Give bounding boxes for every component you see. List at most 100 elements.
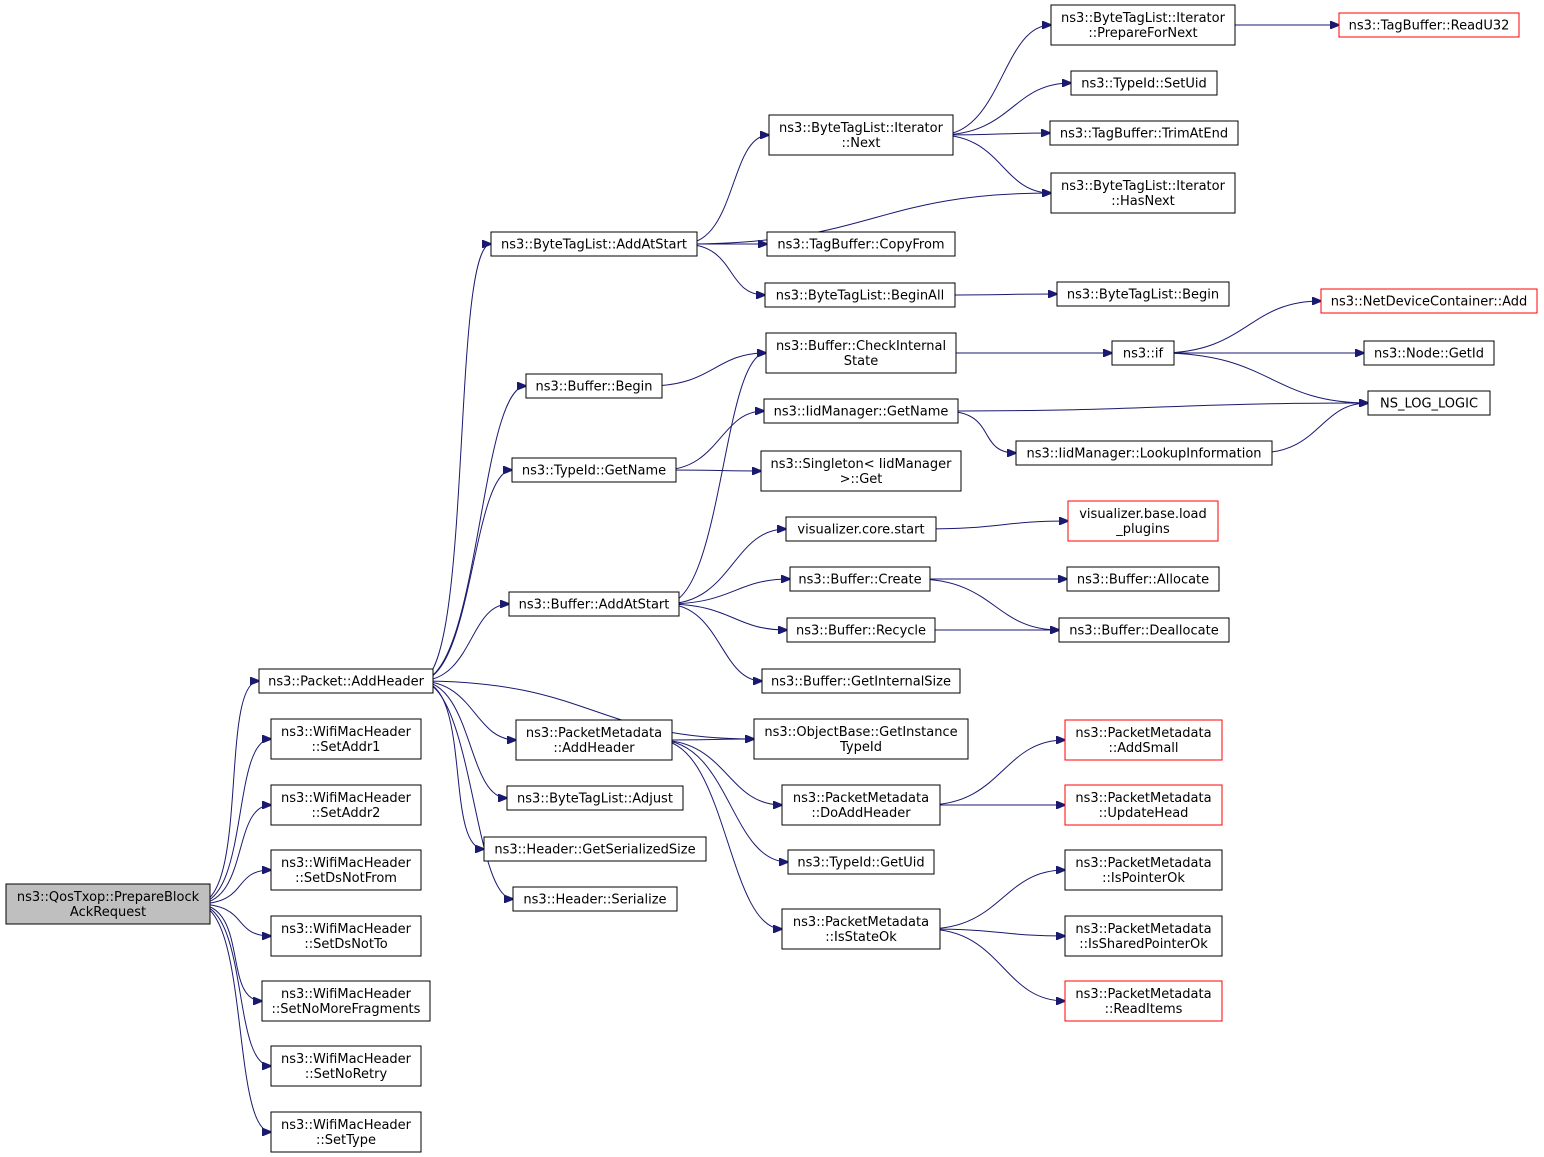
node-ns3-if[interactable]: ns3::if <box>1111 340 1175 366</box>
node-header-serialize[interactable]: ns3::Header::Serialize <box>512 886 678 912</box>
node-tagbuffer-readu32[interactable]: ns3::TagBuffer::ReadU32 <box>1338 12 1520 38</box>
node-btl-adjust[interactable]: ns3::ByteTagList::Adjust <box>506 785 684 811</box>
edge-btli-next-to-tagbuffer-trimatend <box>938 133 1050 135</box>
node-settype[interactable]: ns3::WifiMacHeader::SetType <box>270 1111 422 1153</box>
edge-packet-addheader-to-buffer-begin <box>418 386 526 682</box>
edge-iidmanager-lookupinformation-to-ns-log-logic <box>1257 403 1368 454</box>
node-box <box>270 718 422 760</box>
edge-btli-next-to-typeid-setuid <box>938 83 1071 136</box>
node-typeid-getuid[interactable]: ns3::TypeId::GetUid <box>787 849 935 875</box>
node-label: ns3::ObjectBase::GetInstance <box>764 725 957 740</box>
node-pm-addsmall[interactable]: ns3::PacketMetadata::AddSmall <box>1064 719 1223 761</box>
edge-root-to-settype <box>195 903 271 1132</box>
node-vis-base-loadplugins[interactable]: visualizer.base.load_plugins <box>1067 500 1219 542</box>
node-box <box>490 231 698 257</box>
edge-pm-addheader-to-pm-doaddheader <box>657 739 782 805</box>
node-box <box>753 718 969 760</box>
node-header-getserializedsize[interactable]: ns3::Header::GetSerializedSize <box>483 836 707 862</box>
node-pm-issharedpointerok[interactable]: ns3::PacketMetadata::IsSharedPointerOk <box>1064 915 1223 957</box>
node-label: _plugins <box>1115 522 1170 537</box>
node-label: visualizer.core.start <box>797 523 924 538</box>
edge-packet-addheader-to-header-serialize <box>418 680 513 899</box>
edge-buffer-addatstart-to-buffer-recycle <box>664 603 787 630</box>
node-typeid-setuid[interactable]: ns3::TypeId::SetUid <box>1070 70 1218 96</box>
node-label: ::IsSharedPointerOk <box>1079 937 1208 952</box>
node-box <box>1050 172 1236 214</box>
edge-btl-addatstart-to-btli-hasnext <box>682 193 1051 245</box>
node-label: ns3::TagBuffer::ReadU32 <box>1349 19 1510 34</box>
node-label: ::IsPointerOk <box>1102 871 1185 886</box>
node-pm-doaddheader[interactable]: ns3::PacketMetadata::DoAddHeader <box>781 784 941 826</box>
node-label: ns3::Packet::AddHeader <box>268 675 424 690</box>
node-label: ns3::if <box>1123 347 1164 362</box>
node-box <box>1015 440 1273 466</box>
node-btli-hasnext[interactable]: ns3::ByteTagList::Iterator::HasNext <box>1050 172 1236 214</box>
node-netdevicecontainer-add[interactable]: ns3::NetDeviceContainer::Add <box>1320 288 1538 314</box>
node-btli-next[interactable]: ns3::ByteTagList::Iterator::Next <box>768 114 954 156</box>
node-setnoretry[interactable]: ns3::WifiMacHeader::SetNoRetry <box>270 1045 422 1087</box>
edge-pm-isstateok-to-pm-ispointerok <box>925 870 1065 930</box>
node-packet-addheader[interactable]: ns3::Packet::AddHeader <box>258 668 434 694</box>
node-box <box>270 1045 422 1087</box>
node-setdsnotfrom[interactable]: ns3::WifiMacHeader::SetDsNotFrom <box>270 849 422 891</box>
node-box <box>761 668 961 694</box>
node-btl-begin[interactable]: ns3::ByteTagList::Begin <box>1056 281 1230 307</box>
node-label: ns3::Buffer::Allocate <box>1077 573 1209 588</box>
node-label: ::UpdateHead <box>1099 806 1189 821</box>
node-iidmanager-getname[interactable]: ns3::IidManager::GetName <box>763 398 959 424</box>
node-label: ns3::ByteTagList::BeginAll <box>776 289 944 304</box>
node-ns-log-logic[interactable]: NS_LOG_LOGIC <box>1367 390 1491 416</box>
node-buffer-recycle[interactable]: ns3::Buffer::Recycle <box>786 617 936 643</box>
node-pm-updatehead[interactable]: ns3::PacketMetadata::UpdateHead <box>1064 784 1223 826</box>
edge-root-to-setnoretry <box>195 903 271 1066</box>
node-buffer-addatstart[interactable]: ns3::Buffer::AddAtStart <box>508 591 680 617</box>
node-box <box>270 784 422 826</box>
node-buffer-deallocate[interactable]: ns3::Buffer::Deallocate <box>1058 617 1230 643</box>
node-pm-ispointerok[interactable]: ns3::PacketMetadata::IsPointerOk <box>1064 849 1223 891</box>
node-tagbuffer-copyfrom[interactable]: ns3::TagBuffer::CopyFrom <box>766 231 956 257</box>
node-label: visualizer.base.load <box>1079 507 1207 522</box>
node-label: ::IsStateOk <box>825 930 897 945</box>
node-tagbuffer-trimatend[interactable]: ns3::TagBuffer::TrimAtEnd <box>1049 120 1239 146</box>
node-typeid-getname[interactable]: ns3::TypeId::GetName <box>511 457 677 483</box>
node-box <box>261 980 431 1022</box>
node-label: ns3::ByteTagList::Iterator <box>1061 179 1226 194</box>
node-btl-addatstart[interactable]: ns3::ByteTagList::AddAtStart <box>490 231 698 257</box>
edge-pm-addheader-to-pm-isstateok <box>657 739 782 929</box>
node-pm-addheader[interactable]: ns3::PacketMetadata::AddHeader <box>515 719 673 761</box>
node-node-getid[interactable]: ns3::Node::GetId <box>1363 340 1495 366</box>
edge-pm-addheader-to-typeid-getuid <box>657 739 788 862</box>
node-label: State <box>844 354 878 369</box>
node-box <box>789 566 931 592</box>
node-pm-readitems[interactable]: ns3::PacketMetadata::ReadItems <box>1064 980 1223 1022</box>
node-iidmanager-lookupinformation[interactable]: ns3::IidManager::LookupInformation <box>1015 440 1273 466</box>
node-buffer-getinternalsize[interactable]: ns3::Buffer::GetInternalSize <box>761 668 961 694</box>
node-label: ::DoAddHeader <box>811 806 911 821</box>
node-singleton-get[interactable]: ns3::Singleton< IidManager>::Get <box>760 450 962 492</box>
edge-packet-addheader-to-header-getserializedsize <box>418 680 484 849</box>
node-setaddr2[interactable]: ns3::WifiMacHeader::SetAddr2 <box>270 784 422 826</box>
edge-btl-addatstart-to-btli-next <box>682 135 769 245</box>
node-pm-isstateok[interactable]: ns3::PacketMetadata::IsStateOk <box>781 908 941 950</box>
node-btli-preparefornext[interactable]: ns3::ByteTagList::Iterator::PrepareForNe… <box>1050 4 1236 46</box>
node-setaddr1[interactable]: ns3::WifiMacHeader::SetAddr1 <box>270 718 422 760</box>
node-setnomorefragments[interactable]: ns3::WifiMacHeader::SetNoMoreFragments <box>261 980 431 1022</box>
edge-packet-addheader-to-btl-addatstart <box>418 244 491 682</box>
node-buffer-allocate[interactable]: ns3::Buffer::Allocate <box>1066 566 1220 592</box>
node-vis-core-start[interactable]: visualizer.core.start <box>785 516 937 542</box>
edge-buffer-addatstart-to-vis-core-start <box>664 529 786 605</box>
node-setdsnotto[interactable]: ns3::WifiMacHeader::SetDsNotTo <box>270 915 422 957</box>
node-buffer-begin[interactable]: ns3::Buffer::Begin <box>525 373 663 399</box>
node-btl-beginall[interactable]: ns3::ByteTagList::BeginAll <box>764 282 956 308</box>
node-box <box>766 231 956 257</box>
node-label: ns3::PacketMetadata <box>793 915 929 930</box>
node-box <box>1049 120 1239 146</box>
node-box <box>1064 980 1223 1022</box>
node-label: ::AddSmall <box>1108 741 1178 756</box>
node-label: ns3::Buffer::Recycle <box>796 624 926 639</box>
edge-packet-addheader-to-buffer-addatstart <box>418 604 509 682</box>
node-buffer-create[interactable]: ns3::Buffer::Create <box>789 566 931 592</box>
